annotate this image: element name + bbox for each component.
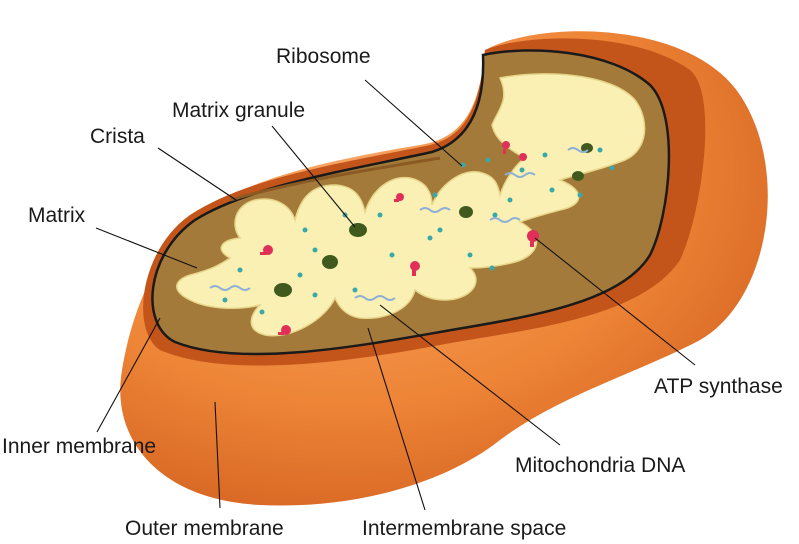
label-ribosome: Ribosome [276,45,371,68]
matrix-shape [176,73,646,337]
leader-crista [157,147,237,201]
matrix-granule [349,223,367,237]
label-intermembrane-space: Intermembrane space [362,517,566,540]
matrix-granule [459,206,473,218]
label-matrix-granule: Matrix granule [172,99,305,122]
leader-intermembrane-space [367,327,426,511]
leader-atp-synthase [534,237,696,366]
label-matrix: Matrix [28,204,86,227]
leader-outer-membrane [214,401,221,509]
label-inner-membrane: Inner membrane [2,435,156,458]
label-crista: Crista [90,125,145,148]
crista-outline [229,156,441,202]
mitochondria-dna [209,147,589,301]
leader-matrix-granule [271,125,356,228]
matrix-granule [572,171,584,181]
label-atp-synthase: ATP synthase [654,375,783,398]
atp-synthase [260,141,539,335]
leader-ribosome [364,79,463,167]
matrix-granule [322,255,338,269]
leader-mito-dna [379,304,561,446]
matrix-granule [274,283,292,297]
leader-inner-membrane [96,317,161,433]
leader-matrix [95,227,198,269]
label-outer-membrane: Outer membrane [125,517,284,540]
label-mito-dna: Mitochondria DNA [515,454,685,477]
matrix-granule [581,143,593,153]
